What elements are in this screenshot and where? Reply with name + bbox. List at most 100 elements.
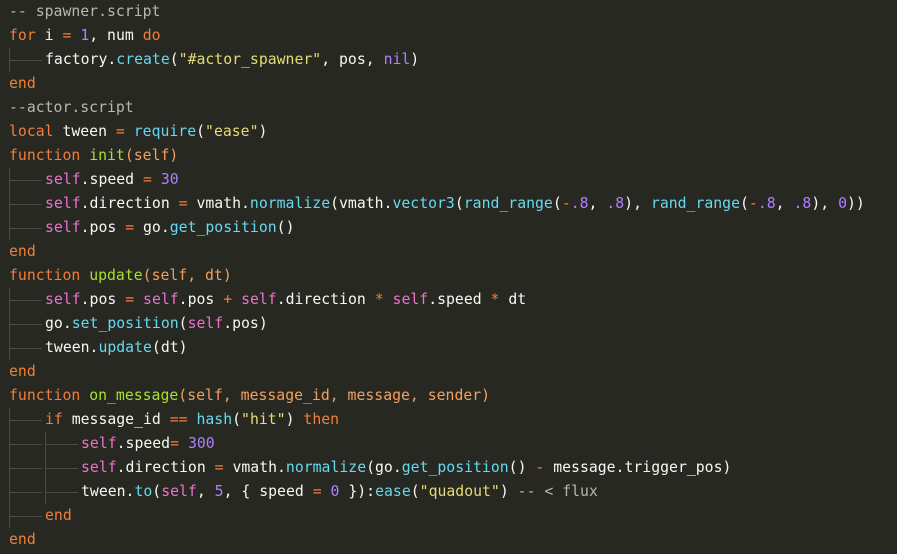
code-token-plain: , xyxy=(588,195,607,212)
code-token-plain xyxy=(125,123,134,140)
code-token-plain: vmath. xyxy=(223,459,286,476)
code-token-number: .8 xyxy=(793,195,812,212)
code-line[interactable]: for i = 1, num do xyxy=(0,24,897,48)
code-token-plain xyxy=(232,291,241,308)
code-token-number: 30 xyxy=(160,171,179,188)
code-token-comment: --actor.script xyxy=(9,99,134,116)
code-token-number: .8 xyxy=(606,195,625,212)
code-token-plain: ), xyxy=(811,195,839,212)
code-token-keyword: end xyxy=(9,75,36,92)
code-token-plain: dt xyxy=(499,291,527,308)
indent-guide xyxy=(9,456,45,480)
code-token-plain: ( xyxy=(178,315,188,332)
code-token-plain xyxy=(384,291,393,308)
code-token-keyword: end xyxy=(9,531,36,548)
code-token-self: self xyxy=(241,291,277,308)
code-line[interactable]: -- spawner.script xyxy=(0,0,897,24)
code-token-plain: .speed xyxy=(80,171,143,188)
code-token-plain: .pos xyxy=(80,291,126,308)
code-line[interactable]: self.direction = vmath.normalize(vmath.v… xyxy=(0,192,897,216)
code-token-op: = xyxy=(115,123,125,140)
code-token-plain: ), xyxy=(624,195,651,212)
code-token-op: = xyxy=(143,171,152,188)
code-token-func: on_message xyxy=(89,387,179,404)
code-line[interactable]: end xyxy=(0,504,897,528)
code-token-plain: tween. xyxy=(45,339,99,356)
code-token-plain: ) xyxy=(499,483,518,500)
code-token-self: self xyxy=(143,291,179,308)
code-line[interactable]: self.speed = 30 xyxy=(0,168,897,192)
code-token-method: vector3 xyxy=(392,195,455,212)
code-token-plain: ( xyxy=(740,195,749,212)
code-token-plain: }): xyxy=(339,483,376,500)
code-line[interactable]: function on_message(self, message_id, me… xyxy=(0,384,897,408)
code-token-plain: .speed xyxy=(116,435,171,452)
code-line[interactable]: end xyxy=(0,72,897,96)
code-token-string: "quadout" xyxy=(419,483,500,500)
code-token-param: (self, message_id, message, sender) xyxy=(178,387,491,404)
code-line[interactable]: local tween = require("ease") xyxy=(0,120,897,144)
code-token-self: self xyxy=(81,435,117,452)
code-line[interactable]: end xyxy=(0,360,897,384)
code-token-number: 0 xyxy=(330,483,340,500)
indent-guide xyxy=(9,168,45,192)
code-line[interactable]: tween.to(self, 5, { speed = 0 }):ease("q… xyxy=(0,480,897,504)
code-token-plain: () xyxy=(276,219,295,236)
code-line[interactable]: self.pos = self.pos + self.direction * s… xyxy=(0,288,897,312)
indent-guide xyxy=(9,192,45,216)
code-token-op: = xyxy=(170,435,180,452)
code-token-plain: ) xyxy=(258,123,268,140)
code-token-plain: ( xyxy=(196,123,206,140)
code-token-plain: ) xyxy=(410,51,420,68)
code-token-param: ) xyxy=(169,147,179,164)
indent-guide xyxy=(9,48,45,72)
code-token-keyword: end xyxy=(9,243,36,260)
indent-guide xyxy=(9,504,45,528)
indent-guide xyxy=(9,408,45,432)
code-token-keyword: end xyxy=(45,507,72,524)
code-token-plain: .direction xyxy=(276,291,375,308)
code-token-method: normalize xyxy=(285,459,367,476)
code-line[interactable]: function update(self, dt) xyxy=(0,264,897,288)
code-line[interactable]: tween.update(dt) xyxy=(0,336,897,360)
code-line[interactable]: --actor.script xyxy=(0,96,897,120)
code-token-plain: .direction xyxy=(116,459,215,476)
code-token-plain: () xyxy=(508,459,536,476)
indent-guide xyxy=(45,456,81,480)
code-token-plain: ( xyxy=(410,483,420,500)
code-line[interactable]: end xyxy=(0,528,897,552)
code-token-method: create xyxy=(116,51,170,68)
code-token-number: 300 xyxy=(187,435,215,452)
code-token-op: = xyxy=(214,459,224,476)
code-token-plain: .direction xyxy=(80,195,179,212)
code-line[interactable]: go.set_position(self.pos) xyxy=(0,312,897,336)
code-token-plain xyxy=(322,483,331,500)
code-token-op: - xyxy=(535,459,545,476)
code-token-plain: , xyxy=(196,483,215,500)
code-token-plain xyxy=(71,27,80,44)
code-token-plain xyxy=(152,171,161,188)
code-token-self: self xyxy=(187,315,224,332)
code-token-plain xyxy=(80,387,89,404)
code-token-plain: , pos, xyxy=(321,51,384,68)
code-token-plain xyxy=(179,435,188,452)
code-line[interactable]: self.pos = go.get_position() xyxy=(0,216,897,240)
code-line[interactable]: self.speed= 300 xyxy=(0,432,897,456)
code-token-self: self xyxy=(392,291,429,308)
code-token-op: + xyxy=(223,291,233,308)
code-token-string: "ease" xyxy=(205,123,259,140)
code-line[interactable]: if message_id == hash("hit") then xyxy=(0,408,897,432)
code-token-plain: go. xyxy=(45,315,72,332)
code-line[interactable]: function init(self) xyxy=(0,144,897,168)
code-token-method: rand_range xyxy=(650,195,740,212)
code-token-number: .8 xyxy=(757,195,776,212)
code-token-plain: i xyxy=(35,27,63,44)
code-line[interactable]: self.direction = vmath.normalize(go.get_… xyxy=(0,456,897,480)
indent-guide xyxy=(9,432,45,456)
code-token-plain: (dt) xyxy=(151,339,188,356)
code-line[interactable]: factory.create("#actor_spawner", pos, ni… xyxy=(0,48,897,72)
code-line[interactable]: end xyxy=(0,240,897,264)
code-token-plain: ( xyxy=(169,51,179,68)
code-token-param: self xyxy=(133,147,170,164)
